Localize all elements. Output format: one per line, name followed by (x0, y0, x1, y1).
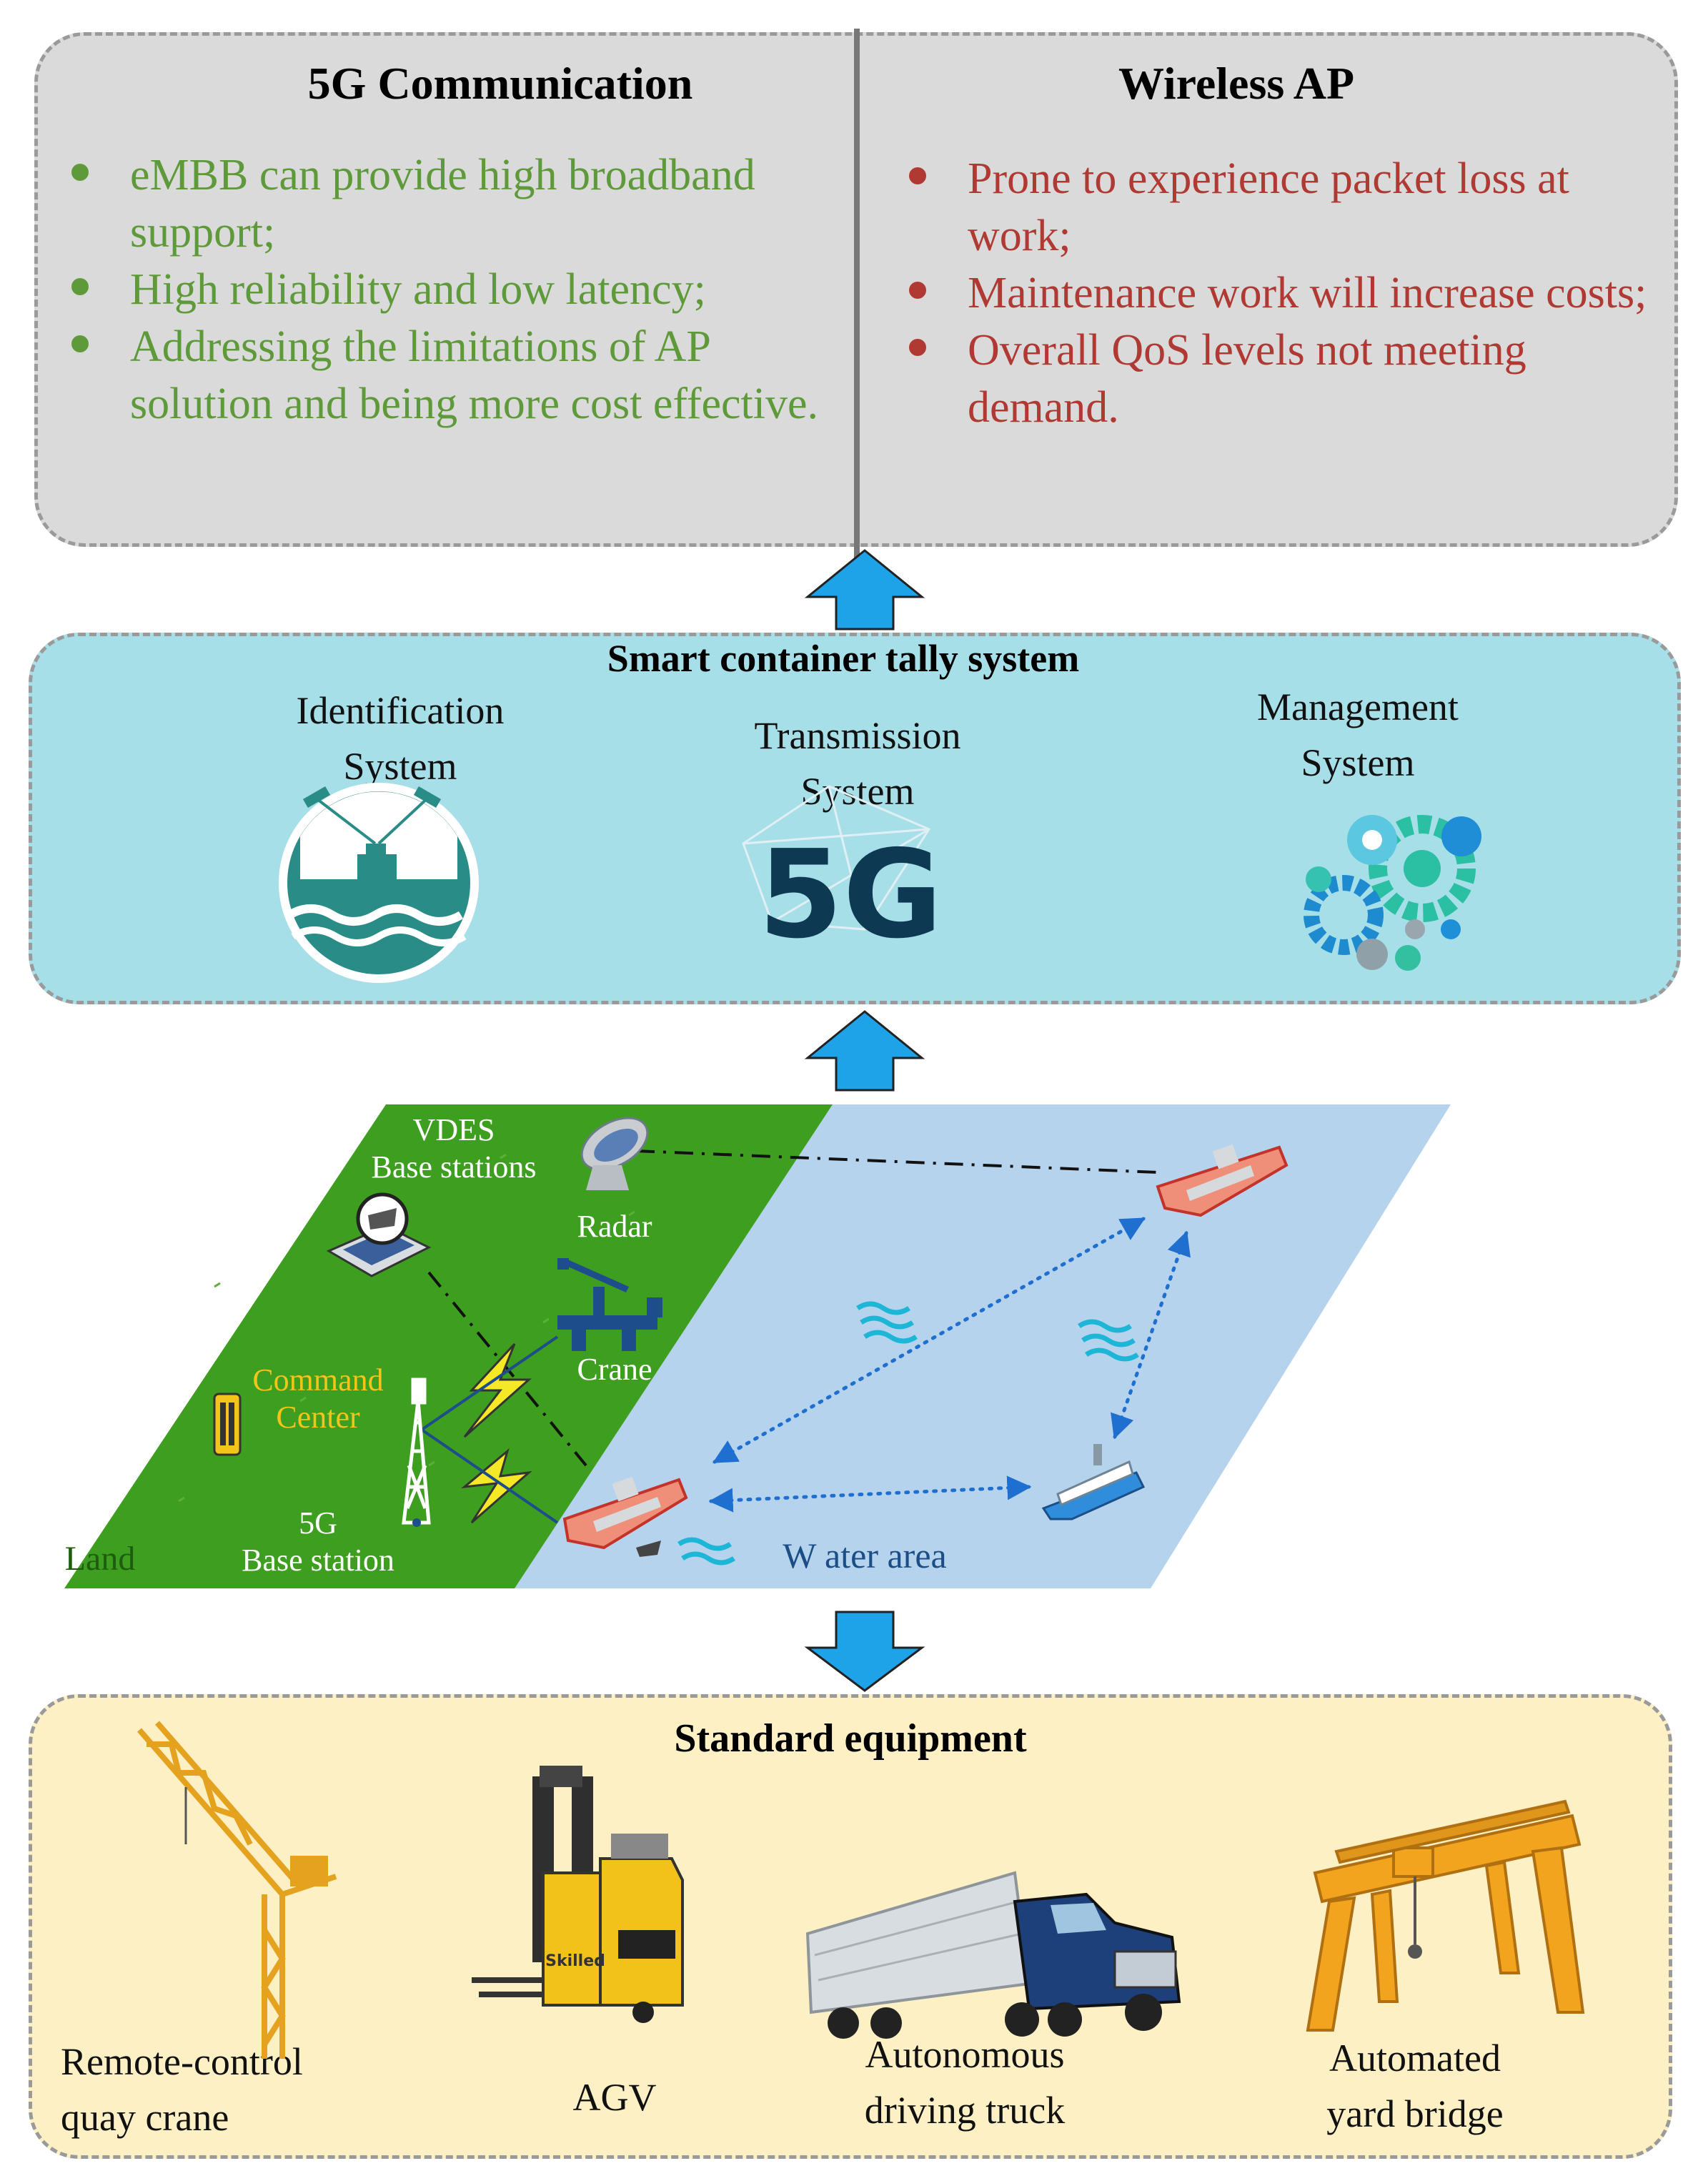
down-arrow-icon (804, 1611, 925, 1692)
5g-logo-icon: 5G (742, 785, 943, 966)
equipment-title: Standard equipment (674, 1716, 1027, 1761)
ship-satellite-icon (279, 783, 479, 983)
vdes-ship-link (635, 1149, 1158, 1174)
lightning-icon (461, 1448, 532, 1524)
agv-forklift-icon: Skilled (472, 1766, 684, 2023)
ship-link-arrow (708, 1475, 1032, 1513)
list-item: High reliability and low latency; (64, 261, 850, 318)
land-label: Land (64, 1540, 136, 1578)
yard-bridge-icon (1306, 1799, 1585, 2032)
water-area-label: W ater area (783, 1535, 947, 1576)
up-arrow-icon (804, 1010, 925, 1092)
svg-text:Skilled: Skilled (545, 1952, 605, 1970)
cargo-ship-icon (562, 1476, 688, 1550)
agv-label: AGV (572, 2076, 657, 2119)
gears-icon (1304, 815, 1481, 971)
small-boat-icon (636, 1540, 661, 1557)
5g-tower-icon (402, 1378, 431, 1527)
crane-icon (557, 1258, 662, 1351)
vdes-station-icon (326, 1192, 432, 1277)
svg-text:5G: 5G (758, 824, 943, 966)
list-item: Prone to experience packet loss at work; (902, 150, 1674, 264)
list-item: Maintenance work will increase costs; (902, 264, 1674, 322)
ship-link-arrow (713, 1217, 1146, 1464)
wave-icon (677, 1537, 735, 1566)
ship-link-arrow (1111, 1230, 1191, 1440)
left-title: 5G Communication (307, 58, 693, 109)
station-ship-link (427, 1271, 587, 1467)
right-title: Wireless AP (1118, 58, 1355, 109)
list-item: eMBB can provide high broadband support; (64, 147, 850, 261)
tower-crane-icon (136, 1721, 337, 2059)
radar-dish-icon (580, 1117, 649, 1190)
land-area (64, 1104, 833, 1588)
up-arrow-icon (804, 549, 925, 630)
lightning-icon (463, 1342, 532, 1438)
land-texture (178, 1153, 635, 1503)
crane-label: Crane (577, 1352, 652, 1387)
panel-divider (854, 29, 860, 572)
cargo-ship-icon (1156, 1144, 1289, 1217)
list-item: Overall QoS levels not meeting demand. (902, 322, 1674, 436)
advantages-list: eMBB can provide high broadband support;… (64, 147, 850, 432)
command-center-icon (213, 1393, 242, 1456)
limitations-list: Prone to experience packet loss at work;… (902, 150, 1674, 436)
signal-line (420, 1335, 559, 1524)
radar-label: Radar (577, 1209, 652, 1244)
list-item: Addressing the limitations of AP solutio… (64, 318, 850, 432)
truck-icon (805, 1871, 1181, 2039)
tally-system-title: Smart container tally system (607, 637, 1080, 680)
